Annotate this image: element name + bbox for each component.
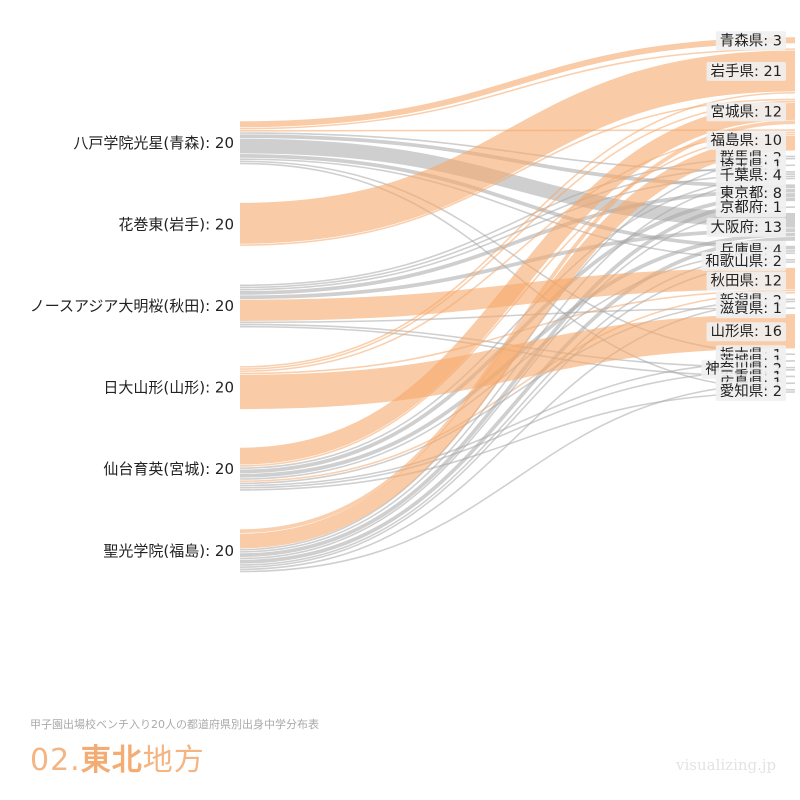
- target-label: 秋田県: 12: [711, 273, 782, 290]
- flow-link: [239, 120, 796, 534]
- flow-link: [239, 91, 796, 368]
- target-label-box: [715, 183, 786, 203]
- target-label: 東京都: 8: [720, 185, 782, 202]
- target-label-group: 京都府: 1: [715, 198, 786, 218]
- flow-link: [239, 298, 796, 485]
- flow-link: [239, 138, 796, 228]
- target-label-group: 山形県: 16: [706, 322, 786, 342]
- flow-link: [239, 50, 796, 244]
- watermark: visualizing.jp: [676, 756, 777, 774]
- source-labels: 八戸学院光星(青森): 20 花巻東(岩手): 20 ノースアジア大明桜(秋田): …: [30, 134, 234, 560]
- target-label: 宮城県: 12: [711, 103, 782, 120]
- flow-link: [239, 154, 796, 250]
- flow-link: [239, 228, 796, 300]
- flow-link: [239, 135, 796, 549]
- target-label: 青森県: 3: [720, 32, 782, 49]
- target-label-group: 福島県: 10: [706, 130, 786, 150]
- source-label: 花巻東(岩手): 20: [118, 215, 234, 233]
- title-region-rest: 地方: [142, 743, 205, 778]
- target-label: 滋賀県: 1: [720, 300, 782, 317]
- target-label-box: [715, 299, 786, 319]
- flow-link: [239, 314, 796, 410]
- target-label-group: 岩手県: 21: [706, 61, 786, 81]
- flow-link: [239, 369, 796, 489]
- target-label-box: [706, 217, 786, 237]
- target-label-group: 愛知県: 2: [715, 381, 786, 401]
- chart-subtitle: 甲子園出場校ベンチ入り20人の都道府県別出身中学分布表: [30, 718, 319, 731]
- target-label-box: [715, 31, 786, 51]
- target-label-box: [715, 166, 786, 186]
- flow-links: [239, 37, 796, 573]
- target-label-box: [706, 130, 786, 150]
- source-label: 聖光学院(福島): 20: [103, 542, 234, 560]
- flow-link: [239, 300, 796, 571]
- target-label-group: 滋賀県: 1: [715, 299, 786, 319]
- flow-link: [239, 158, 796, 261]
- target-label: 愛知県: 2: [720, 383, 782, 400]
- flow-link: [239, 360, 796, 487]
- target-label: 和歌山県: 2: [705, 253, 782, 270]
- flow-link: [239, 236, 796, 564]
- target-label-box: [715, 198, 786, 218]
- flow-link: [239, 206, 796, 560]
- flow-link: [239, 100, 796, 370]
- target-label-box: [706, 61, 786, 81]
- target-label: 千葉県: 4: [720, 167, 782, 184]
- target-label: 山形県: 16: [711, 323, 782, 340]
- target-label-box: [706, 271, 786, 291]
- flow-link: [239, 382, 796, 573]
- target-label-group: 大阪府: 13: [706, 217, 786, 237]
- flow-link: [239, 391, 796, 491]
- target-label-group: 和歌山県: 2: [701, 251, 786, 271]
- target-label-box: [706, 322, 786, 342]
- target-label-group: 千葉県: 4: [715, 166, 786, 186]
- target-label-group: 秋田県: 12: [706, 271, 786, 291]
- target-label-box: [706, 102, 786, 122]
- flow-link: [239, 102, 796, 465]
- target-label: 大阪府: 13: [711, 219, 782, 236]
- flow-link: [239, 291, 796, 482]
- flow-link: [239, 188, 796, 295]
- source-label: ノースアジア大明桜(秋田): 20: [30, 297, 234, 315]
- flow-link: [239, 175, 796, 469]
- source-label: 日大山形(山形): 20: [103, 379, 234, 397]
- source-label: 仙台育英(宮城): 20: [103, 460, 234, 478]
- target-label: 福島県: 10: [711, 132, 782, 149]
- chart-title: 02.東北地方: [30, 735, 205, 779]
- target-label-group: 宮城県: 12: [706, 102, 786, 122]
- title-number: 02.: [30, 743, 81, 778]
- title-region-bold: 東北: [80, 743, 143, 778]
- target-label-box: [715, 381, 786, 401]
- target-label-group: 青森県: 3: [715, 31, 786, 51]
- flow-link: [239, 37, 796, 128]
- target-label-box: [701, 251, 786, 271]
- flow-link: [239, 48, 796, 130]
- target-label: 京都府: 1: [720, 199, 782, 216]
- target-label: 岩手県: 21: [711, 63, 782, 80]
- target-label-group: 東京都: 8: [715, 183, 786, 203]
- source-label: 八戸学院光星(青森): 20: [73, 134, 234, 152]
